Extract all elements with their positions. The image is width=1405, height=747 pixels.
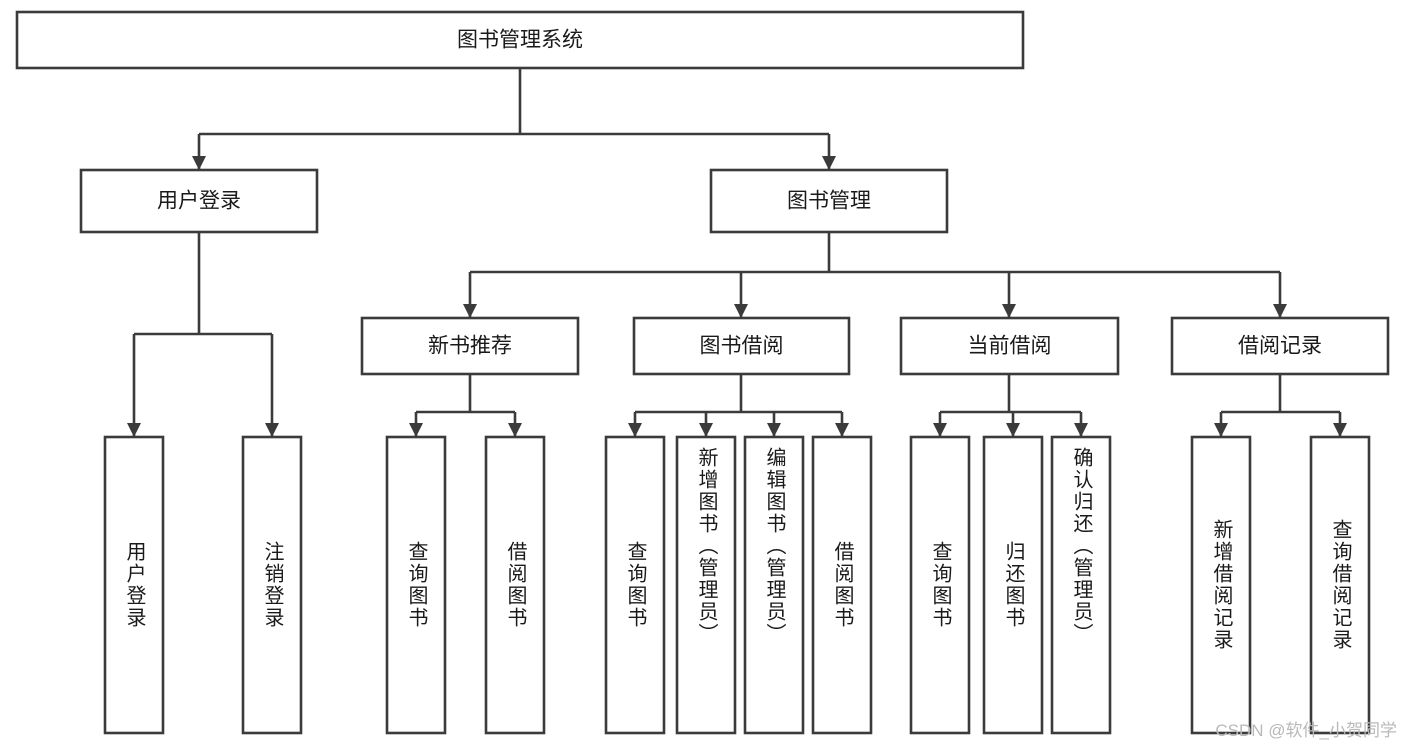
node-label: 查询借阅记录 [1329, 519, 1352, 651]
node-layer: 图书管理系统用户登录图书管理新书推荐图书借阅当前借阅借阅记录用户登录注销登录查询… [15, 10, 1390, 735]
node-label: 借阅图书 [504, 541, 527, 629]
leaf-node-leaf-add-book-admin[interactable]: 新增图书（管理员） [675, 435, 737, 735]
node-label: 新增借阅记录 [1210, 519, 1233, 651]
leaf-node-leaf-logout[interactable]: 注销登录 [241, 435, 303, 735]
node-label: 查询图书 [929, 541, 952, 629]
connector-group-user-login-to-leaves [127, 232, 279, 437]
node-label: 新增图书（管理员） [695, 447, 718, 645]
arrow-head-icon [192, 156, 206, 170]
node-label: 注销登录 [261, 541, 284, 629]
connector-group-borrow-to-leaves [628, 374, 849, 437]
connector-group-record-to-leaves [1214, 374, 1347, 437]
arrow-head-icon [835, 423, 849, 437]
node-box[interactable] [604, 435, 666, 735]
arrow-head-icon [1002, 304, 1016, 318]
node-box[interactable] [982, 435, 1044, 735]
node-box[interactable] [1309, 435, 1371, 735]
node-label: 当前借阅 [968, 335, 1052, 358]
node-box[interactable] [709, 168, 949, 234]
node-box[interactable] [360, 316, 580, 376]
leaf-node-leaf-query-book-recommend[interactable]: 查询图书 [385, 435, 447, 735]
node-label: 确认归还（管理员） [1070, 447, 1093, 645]
node-current-borrow[interactable]: 当前借阅 [899, 316, 1120, 376]
leaf-node-leaf-add-borrow-record[interactable]: 新增借阅记录 [1190, 435, 1252, 735]
connector-layer [127, 68, 1347, 437]
node-book-management[interactable]: 图书管理 [709, 168, 949, 234]
node-box[interactable] [15, 10, 1025, 70]
node-box[interactable] [743, 435, 805, 735]
node-box[interactable] [79, 168, 319, 234]
node-box[interactable] [1170, 316, 1390, 376]
arrow-head-icon [1273, 304, 1287, 318]
arrow-head-icon [1006, 423, 1020, 437]
node-box[interactable] [675, 435, 737, 735]
leaf-node-leaf-borrow-book[interactable]: 借阅图书 [811, 435, 873, 735]
arrow-head-icon [933, 423, 947, 437]
node-label: 借阅记录 [1238, 335, 1322, 358]
leaf-node-leaf-borrow-book-recommend[interactable]: 借阅图书 [484, 435, 546, 735]
node-box[interactable] [811, 435, 873, 735]
node-box[interactable] [1050, 435, 1112, 735]
leaf-node-leaf-query-book-borrow[interactable]: 查询图书 [604, 435, 666, 735]
arrow-head-icon [463, 304, 477, 318]
arrow-head-icon [628, 423, 642, 437]
connector-group-root-to-level2 [192, 68, 836, 170]
node-new-book-recommend[interactable]: 新书推荐 [360, 316, 580, 376]
node-user-login[interactable]: 用户登录 [79, 168, 319, 234]
arrow-head-icon [409, 423, 423, 437]
arrow-head-icon [1333, 423, 1347, 437]
node-label: 图书管理 [787, 190, 871, 213]
node-root[interactable]: 图书管理系统 [15, 10, 1025, 70]
node-label: 用户登录 [157, 190, 241, 213]
leaf-node-leaf-edit-book-admin[interactable]: 编辑图书（管理员） [743, 435, 805, 735]
leaf-node-leaf-confirm-return-admin[interactable]: 确认归还（管理员） [1050, 435, 1112, 735]
node-label: 借阅图书 [831, 541, 854, 629]
arrow-head-icon [1214, 423, 1228, 437]
arrow-head-icon [127, 423, 141, 437]
node-box[interactable] [241, 435, 303, 735]
node-label: 查询图书 [405, 541, 428, 629]
arrow-head-icon [265, 423, 279, 437]
node-label: 用户登录 [123, 541, 146, 629]
arrow-head-icon [1074, 423, 1088, 437]
node-box[interactable] [484, 435, 546, 735]
arrow-head-icon [734, 304, 748, 318]
node-label: 归还图书 [1002, 541, 1025, 629]
arrow-head-icon [508, 423, 522, 437]
leaf-node-leaf-query-book-current[interactable]: 查询图书 [909, 435, 971, 735]
csdn-watermark: CSDN @软件_小贺同学 [1215, 721, 1397, 740]
node-book-borrow[interactable]: 图书借阅 [632, 316, 851, 376]
node-box[interactable] [1190, 435, 1252, 735]
connector-group-recommend-to-leaves [409, 374, 522, 437]
leaf-node-leaf-return-book[interactable]: 归还图书 [982, 435, 1044, 735]
node-label: 新书推荐 [428, 335, 512, 358]
node-box[interactable] [632, 316, 851, 376]
connector-group-book-management-to-level3 [463, 232, 1287, 318]
arrow-head-icon [699, 423, 713, 437]
node-box[interactable] [385, 435, 447, 735]
connector-group-current-to-leaves [933, 374, 1088, 437]
node-box[interactable] [103, 435, 165, 735]
arrow-head-icon [822, 156, 836, 170]
node-box[interactable] [909, 435, 971, 735]
node-label: 图书管理系统 [457, 29, 583, 52]
leaf-node-leaf-user-login[interactable]: 用户登录 [103, 435, 165, 735]
leaf-node-leaf-query-borrow-record[interactable]: 查询借阅记录 [1309, 435, 1371, 735]
node-box[interactable] [899, 316, 1120, 376]
node-label: 图书借阅 [700, 335, 784, 358]
node-label: 查询图书 [624, 541, 647, 629]
node-label: 编辑图书（管理员） [763, 447, 786, 645]
arrow-head-icon [767, 423, 781, 437]
node-borrow-record[interactable]: 借阅记录 [1170, 316, 1390, 376]
